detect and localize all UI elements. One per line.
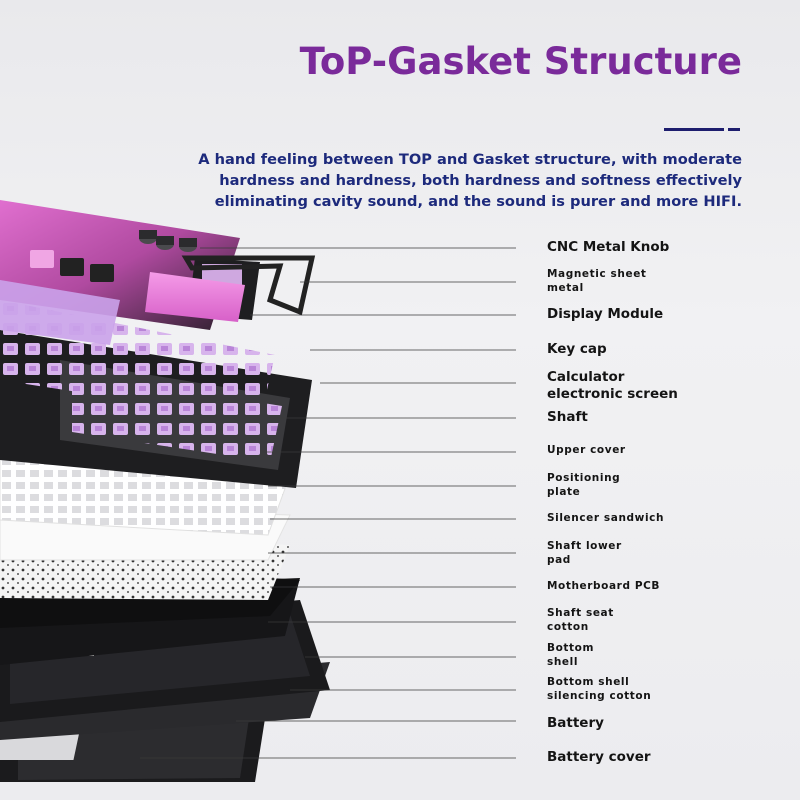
part-label-line: pad [547,554,571,566]
part-label: Shaft seat cotton [547,606,614,634]
pink-keycap-cluster [145,272,245,322]
description-line-3: eliminating cavity sound, and the sound … [214,193,742,210]
part-label: Magnetic sheet metal [547,267,647,295]
part-label: Key cap [547,341,607,358]
part-label-line: Positioning [547,472,621,484]
description-line-1: A hand feeling between TOP and Gasket st… [198,151,742,168]
part-label: Upper cover [547,443,626,457]
cnc-knobs [139,230,197,252]
part-label-line: metal [547,282,584,294]
description-text: A hand feeling between TOP and Gasket st… [142,149,742,212]
part-label-line: Display Module [547,306,664,322]
part-label-line: Shaft [547,409,588,425]
part-label-line: Shaft lower [547,540,622,552]
part-label: Shaft lower pad [547,539,622,567]
part-label-line: Motherboard PCB [547,580,661,592]
part-label-line: Silencer sandwich [547,512,665,524]
part-label: CNC Metal Knob [547,239,669,256]
magnetic-sheet-metal-frame [181,255,316,316]
part-label-line: silencing cotton [547,690,652,702]
description-line-2: hardness and hardness, both hardness and… [219,172,742,189]
part-label: Motherboard PCB [547,579,660,593]
part-label-line: Calculator [547,369,625,385]
part-label-line: Key cap [547,341,607,357]
part-label: Bottom shell silencing cotton [547,675,651,703]
part-label: Display Module [547,306,663,323]
part-label-line: Magnetic sheet [547,268,647,280]
part-label-line: cotton [547,621,589,633]
part-label-line: Upper cover [547,444,626,456]
part-label-line: plate [547,486,581,498]
part-label: Shaft [547,409,588,426]
part-label-line: Battery [547,715,604,731]
decorative-line-short [728,128,740,131]
part-label-line: Bottom shell [547,676,630,688]
decorative-line-long [664,128,724,131]
part-label: Battery [547,715,604,732]
part-label: Bottom shell [547,641,594,669]
part-label: Silencer sandwich [547,511,664,525]
part-label-line: Bottom [547,642,595,654]
part-label: Positioning plate [547,471,620,499]
leader-lines [140,247,516,759]
part-label-line: electronic screen [547,386,678,402]
part-label-line: Battery cover [547,749,651,765]
part-label-line: CNC Metal Knob [547,239,670,255]
page-title: ToP-Gasket Structure [299,40,742,83]
part-label: Battery cover [547,749,651,766]
part-label-line: shell [547,656,579,668]
part-label-line: Shaft seat [547,607,614,619]
